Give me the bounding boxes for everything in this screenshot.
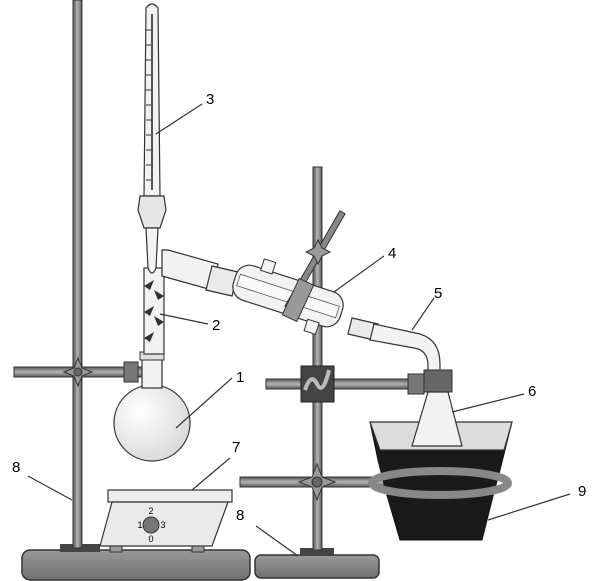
hot-plate-body — [99, 501, 229, 547]
callout-1: 1 — [236, 369, 244, 386]
left-stand-rod — [72, 0, 83, 549]
condenser-clamp-jaw — [281, 277, 315, 323]
column-spikes — [144, 280, 164, 342]
leader-6 — [451, 393, 525, 413]
hot-plate-top — [107, 489, 233, 503]
right-clamp-knob-upper — [303, 369, 331, 391]
leader-7 — [191, 457, 231, 491]
round-bottom-flask — [113, 351, 191, 462]
receiving-flask-body — [411, 391, 463, 447]
receiver-adapter — [347, 317, 441, 377]
right-clamp-arm-upper — [265, 378, 427, 390]
callout-5: 5 — [434, 285, 442, 302]
leader-8a — [27, 475, 73, 501]
condenser-inlet-joint — [205, 265, 239, 297]
leader-5 — [411, 297, 435, 331]
hot-plate: 2 1 3 0 — [99, 489, 233, 553]
leader-4 — [333, 255, 385, 293]
thermometer — [137, 3, 167, 274]
hot-plate-dial-knob — [142, 516, 160, 534]
ice-bath-ring — [368, 467, 512, 499]
dial-mark-bottom: 0 — [148, 534, 153, 544]
left-clamp-jaw — [123, 361, 139, 383]
thermometer-adapter — [137, 195, 167, 229]
dial-mark-top: 2 — [148, 506, 153, 516]
right-stand-rod — [312, 166, 323, 551]
callout-6: 6 — [528, 383, 536, 400]
condenser-water-port-top — [259, 258, 277, 275]
leader-1 — [175, 377, 233, 429]
condenser-water-port-bottom — [303, 318, 320, 336]
leader-lines — [27, 103, 571, 557]
leader-3 — [155, 103, 203, 135]
callout-7: 7 — [232, 439, 240, 456]
right-clamp-boss-lower — [297, 462, 337, 502]
thermometer-scale — [146, 29, 151, 181]
dial-mark-left: 1 — [137, 520, 142, 530]
callout-4: 4 — [388, 245, 396, 262]
callout-9: 9 — [578, 483, 586, 500]
callout-3: 3 — [206, 91, 214, 108]
flask-bulb — [113, 384, 191, 462]
right-ring-stand — [239, 166, 427, 579]
hot-plate-foot-right — [191, 545, 205, 553]
condenser-clamp-star — [304, 238, 332, 266]
thermometer-bulb — [145, 227, 159, 274]
condenser — [205, 210, 346, 336]
receiving-flask — [411, 369, 463, 447]
right-stand-foot — [300, 548, 334, 556]
hot-plate-foot-left — [109, 545, 123, 553]
callout-8a: 8 — [12, 459, 20, 476]
right-stand-base — [254, 554, 380, 579]
leader-9 — [487, 493, 571, 521]
condenser-inner-tube — [236, 273, 340, 319]
leader-2 — [159, 313, 209, 325]
dial-mark-right: 3 — [160, 520, 165, 530]
left-ring-stand — [13, 0, 251, 581]
left-clamp-boss-head — [62, 356, 94, 388]
callout-2: 2 — [212, 317, 220, 334]
callout-8b: 8 — [236, 507, 244, 524]
adapter-tube — [369, 323, 441, 377]
left-stand-base — [21, 549, 251, 581]
right-clamp-jaw-upper — [407, 373, 425, 395]
receiving-flask-clamp — [423, 369, 453, 393]
still-head-column — [143, 249, 219, 355]
leader-8b — [255, 525, 299, 557]
flask-neck — [141, 357, 163, 389]
